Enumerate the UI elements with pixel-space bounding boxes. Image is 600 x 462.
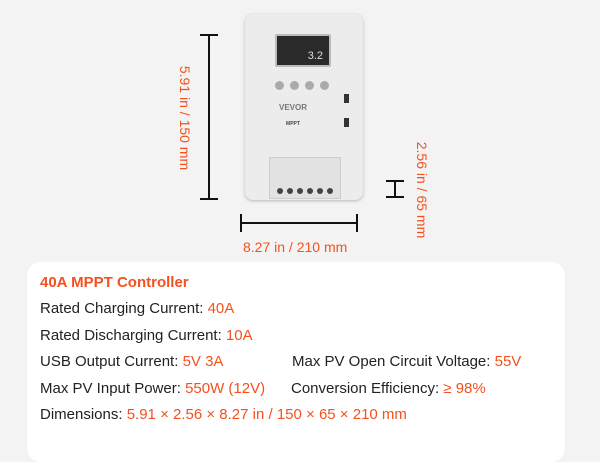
brand-logo: VEVOR [278, 103, 307, 112]
spec-rated-discharging: Rated Discharging Current: 10A [40, 327, 253, 344]
charge-controller-image: 3.2 VEVOR MPPT [245, 14, 363, 200]
display-value: 3.2 [307, 50, 323, 62]
usb-port [344, 94, 349, 103]
depth-label: 2.56 in / 65 mm [414, 141, 430, 239]
spec-efficiency: Conversion Efficiency: ≥ 98% [291, 380, 486, 397]
spec-max-pv-power: Max PV Input Power: 550W (12V) [40, 380, 266, 397]
spec-dimensions: Dimensions: 5.91 × 2.56 × 8.27 in / 150 … [40, 406, 407, 423]
device-button [320, 81, 329, 90]
specs-card: 40A MPPT Controller Rated Charging Curre… [27, 262, 565, 462]
spec-rated-charging: Rated Charging Current: 40A [40, 300, 235, 317]
terminal-hole [307, 188, 313, 194]
device-button [290, 81, 299, 90]
terminal-hole [317, 188, 323, 194]
device-button [275, 81, 284, 90]
terminal-hole [327, 188, 333, 194]
usb-port [344, 118, 349, 127]
spec-max-pv-voc: Max PV Open Circuit Voltage: 55V [292, 353, 522, 370]
terminal-hole [297, 188, 303, 194]
terminal-hole [277, 188, 283, 194]
lcd-display: 3.2 [275, 34, 331, 67]
specs-title: 40A MPPT Controller [40, 274, 189, 291]
spec-usb-output: USB Output Current: 5V 3A [40, 353, 224, 370]
device-button [305, 81, 314, 90]
height-label: 5.91 in / 150 mm [177, 65, 193, 171]
terminal-hole [287, 188, 293, 194]
width-label: 8.27 in / 210 mm [243, 239, 348, 255]
model-label: MPPT [286, 121, 300, 127]
